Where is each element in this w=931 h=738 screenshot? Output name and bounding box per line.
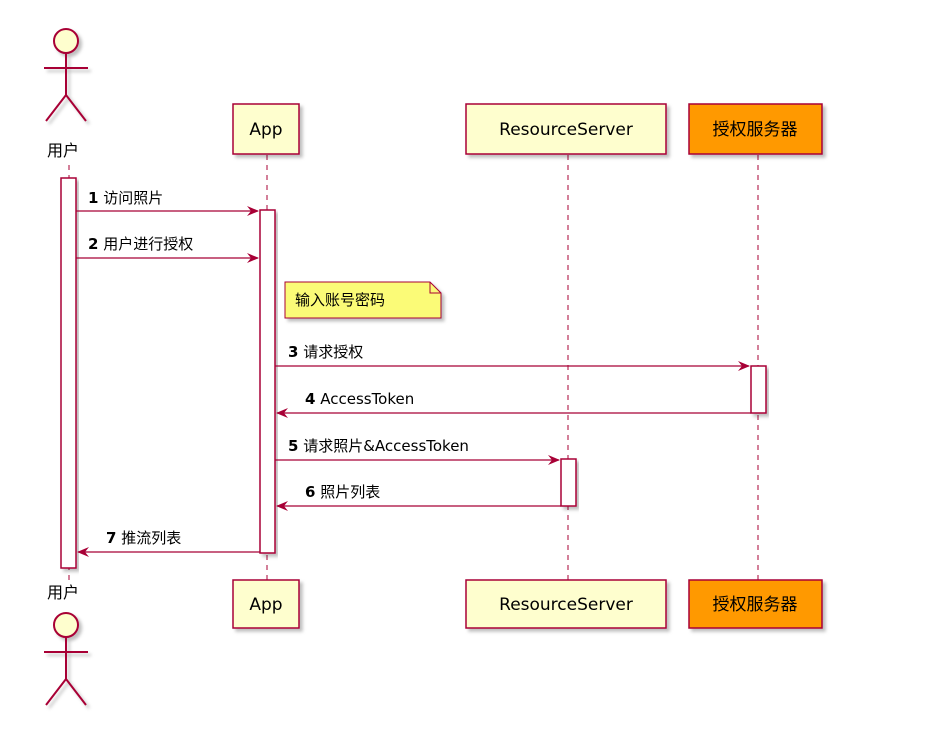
activation-bar-resource [560,458,577,507]
message-number: 1 [88,189,98,207]
svg-text:6 照片列表: 6 照片列表 [305,483,380,501]
participant-label: App [249,120,282,140]
message-number: 4 [305,390,315,408]
message-3: 3 请求授权 [275,343,750,371]
actor-label: 用户 [47,141,79,160]
participant-app-top: App [232,103,300,155]
message-number: 2 [88,235,98,253]
message-number: 5 [288,437,298,455]
participant-label: ResourceServer [499,120,633,140]
activation-bar-user [60,177,77,569]
message-number: 6 [305,483,315,501]
message-text: 照片列表 [320,483,380,501]
message-text: 推流列表 [121,529,181,547]
svg-text:4 AccessToken: 4 AccessToken [305,390,414,408]
svg-text:2 用户进行授权: 2 用户进行授权 [88,235,193,253]
message-text: 用户进行授权 [103,235,193,253]
message-1: 1 访问照片 [76,189,259,216]
participant-auth-top: 授权服务器 [688,103,823,155]
note-text: 输入账号密码 [295,291,385,309]
message-text: 请求照片&AccessToken [303,437,469,455]
activation-bar-app [259,209,276,554]
participant-resource-top: ResourceServer [465,103,667,155]
participant-app-bottom: App [232,579,300,629]
message-6: 6 照片列表 [276,483,561,511]
stick-figure-icon [44,28,88,122]
message-7: 7 推流列表 [77,529,260,557]
message-number: 7 [106,529,116,547]
svg-text:1 访问照片: 1 访问照片 [88,189,163,207]
participant-label: App [249,595,282,615]
participant-label: ResourceServer [499,595,633,615]
message-text: AccessToken [320,390,414,408]
message-text: 请求授权 [303,343,363,361]
activation-bar-auth [750,365,767,414]
message-2: 2 用户进行授权 [76,235,259,263]
svg-text:7 推流列表: 7 推流列表 [106,529,181,547]
actor-user-top: 用户 [44,28,88,160]
participant-resource-bottom: ResourceServer [465,579,667,629]
stick-figure-icon [44,612,88,706]
actor-label: 用户 [47,583,79,602]
participant-label: 授权服务器 [713,595,798,615]
message-text: 访问照片 [103,189,163,207]
message-4: 4 AccessToken [276,390,751,418]
svg-text:5 请求照片&AccessToken: 5 请求照片&AccessToken [288,437,469,455]
svg-text:3 请求授权: 3 请求授权 [288,343,363,361]
note: 输入账号密码 [284,281,442,319]
message-5: 5 请求照片&AccessToken [275,437,560,465]
message-number: 3 [288,343,298,361]
actor-user-bottom: 用户 [44,583,88,706]
participant-label: 授权服务器 [713,120,798,140]
participant-auth-bottom: 授权服务器 [688,579,823,629]
